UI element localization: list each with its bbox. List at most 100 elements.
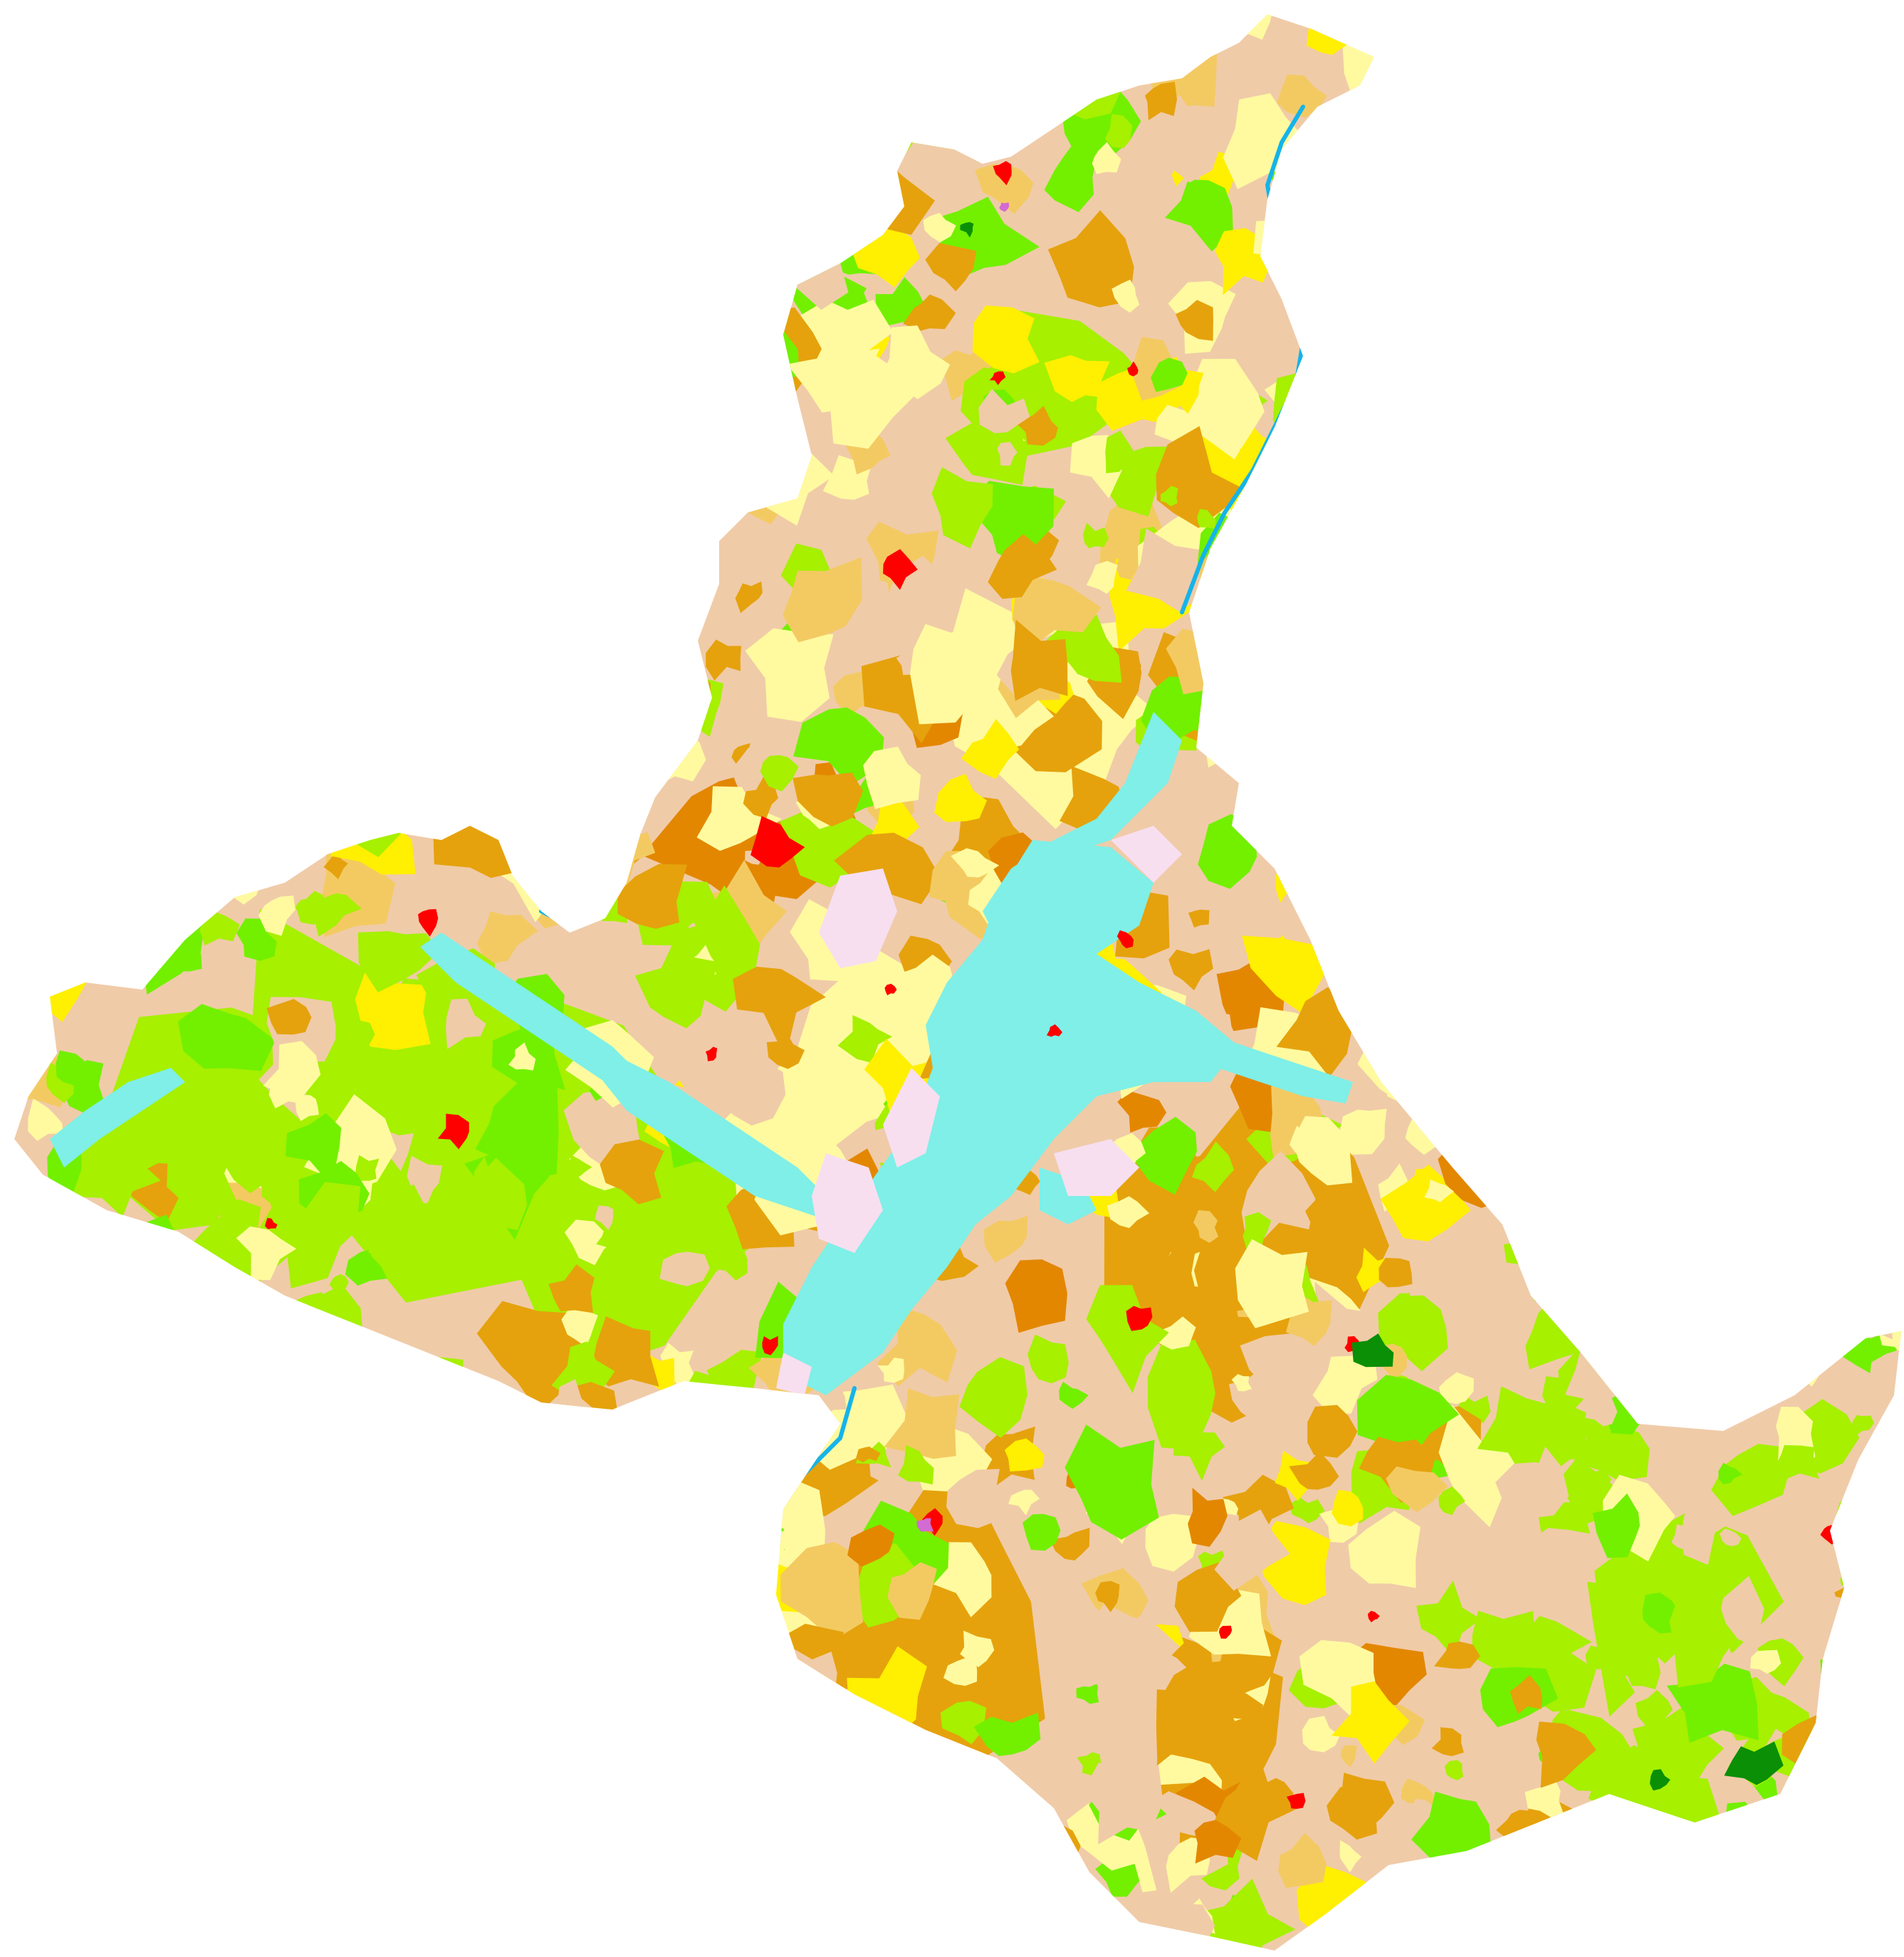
- land-cover-patch: [394, 431, 467, 525]
- land-cover-patch: [1363, 78, 1418, 125]
- reservoir-far-west-arm: [420, 933, 641, 1096]
- land-cover-patch: [125, 1681, 153, 1710]
- land-cover-patch: [1369, 347, 1429, 399]
- land-cover-patch: [1341, 1745, 1357, 1768]
- land-cover-patch: [1569, 701, 1634, 767]
- land-cover-patch: [618, 167, 696, 253]
- land-cover-patch: [1373, 506, 1477, 606]
- land-cover-patch: [1712, 318, 1763, 370]
- land-cover-patch: [1197, 509, 1216, 529]
- land-cover-patch: [365, 144, 409, 183]
- land-cover-patch: [1719, 1528, 1742, 1546]
- land-cover-patch: [85, 906, 135, 952]
- land-cover-patch: [228, 1447, 284, 1515]
- land-cover-patch: [14, 82, 33, 109]
- land-cover-patch: [183, 217, 206, 240]
- land-cover-patch: [745, 1703, 789, 1755]
- land-cover-patch: [1782, 864, 1824, 908]
- land-cover-patch: [1354, 103, 1406, 145]
- land-cover-patch: [656, 1510, 744, 1615]
- land-cover-patch: [940, 1701, 987, 1745]
- land-cover-patch: [413, 83, 486, 157]
- urban-area: [437, 1113, 469, 1150]
- land-cover-patch: [1117, 1090, 1167, 1133]
- land-cover-patch: [1528, 1077, 1606, 1169]
- land-cover-patch: [14, 1281, 19, 1306]
- land-cover-patch: [73, 1751, 99, 1772]
- land-cover-patch: [389, 1538, 486, 1621]
- land-cover-patch: [1870, 1072, 1901, 1104]
- land-cover-patch: [1297, 644, 1380, 735]
- land-cover-patch: [660, 1881, 689, 1906]
- land-cover-patch: [1676, 1224, 1762, 1304]
- land-cover-patch: [610, 546, 700, 641]
- land-cover-patch: [105, 167, 181, 257]
- land-cover-patch: [1455, 584, 1540, 681]
- land-cover-patch: [1151, 357, 1188, 392]
- land-cover-patch: [491, 456, 580, 543]
- land-cover-patch: [447, 28, 521, 97]
- land-cover-patch: [315, 421, 376, 481]
- land-cover-patch: [1146, 1241, 1196, 1304]
- land-cover-patch: [1379, 434, 1429, 482]
- land-cover-patch: [952, 14, 1015, 79]
- land-cover-patch: [581, 982, 614, 1015]
- land-cover-patch: [591, 1504, 701, 1615]
- land-cover-patch: [863, 746, 921, 809]
- land-cover-patch: [1798, 1760, 1825, 1789]
- land-cover-patch: [1288, 707, 1356, 774]
- urban-area: [1126, 1306, 1153, 1331]
- land-cover-patch: [879, 325, 951, 399]
- land-cover-patch: [457, 743, 516, 797]
- land-cover-patch: [1677, 505, 1770, 586]
- land-cover-patch: [1437, 625, 1535, 720]
- land-cover-patch: [179, 1740, 266, 1841]
- land-cover-patch: [14, 528, 32, 604]
- land-cover-patch: [943, 1657, 978, 1686]
- land-cover-patch: [1871, 1785, 1901, 1827]
- land-cover-patch: [1288, 167, 1319, 206]
- urban-area: [883, 549, 918, 590]
- land-cover-patch: [201, 252, 271, 330]
- land-cover-patch: [1670, 317, 1777, 396]
- land-cover-patch: [145, 646, 216, 708]
- land-cover-patch: [216, 1811, 282, 1865]
- land-cover-patch: [685, 179, 760, 246]
- land-cover-patch: [14, 647, 56, 726]
- land-cover-patch: [252, 1311, 330, 1401]
- land-cover-patch: [1695, 1896, 1777, 1951]
- land-cover-patch: [1682, 212, 1748, 259]
- land-cover-patch: [1764, 1795, 1803, 1845]
- land-cover-patch: [1332, 1681, 1410, 1764]
- land-cover-patch: [1700, 1862, 1778, 1951]
- land-cover-patch: [787, 16, 839, 53]
- land-cover-patch: [634, 377, 657, 404]
- land-cover-patch: [587, 548, 625, 597]
- land-cover-patch: [1643, 546, 1712, 601]
- land-cover-patch: [1458, 906, 1487, 937]
- land-cover-patch: [847, 1524, 895, 1567]
- land-cover-patch: [1610, 1001, 1673, 1058]
- land-cover-patch: [1147, 1339, 1215, 1450]
- land-cover-patch: [1758, 1111, 1818, 1177]
- land-cover-patch: [1563, 1434, 1591, 1460]
- land-cover-patch: [86, 507, 149, 556]
- land-cover-patch: [1806, 1914, 1871, 1951]
- land-cover-patch: [1580, 184, 1650, 260]
- land-cover-patch: [584, 777, 626, 831]
- land-cover-patch: [242, 58, 288, 93]
- land-cover-patch: [1825, 283, 1901, 361]
- land-cover-patch: [810, 1723, 847, 1753]
- land-cover-patch: [1655, 468, 1683, 503]
- land-cover-patch: [1737, 392, 1764, 419]
- land-cover-patch: [1628, 1903, 1653, 1931]
- land-cover-patch: [758, 1440, 807, 1482]
- land-cover-patch: [1561, 56, 1637, 130]
- land-cover-patch: [594, 339, 679, 410]
- land-cover-patch: [1632, 78, 1708, 140]
- land-cover-patch: [1332, 688, 1411, 769]
- land-cover-patch: [760, 755, 799, 792]
- land-cover-patch: [763, 103, 842, 182]
- land-cover-patch: [1275, 862, 1314, 903]
- land-cover-patch: [1396, 693, 1469, 788]
